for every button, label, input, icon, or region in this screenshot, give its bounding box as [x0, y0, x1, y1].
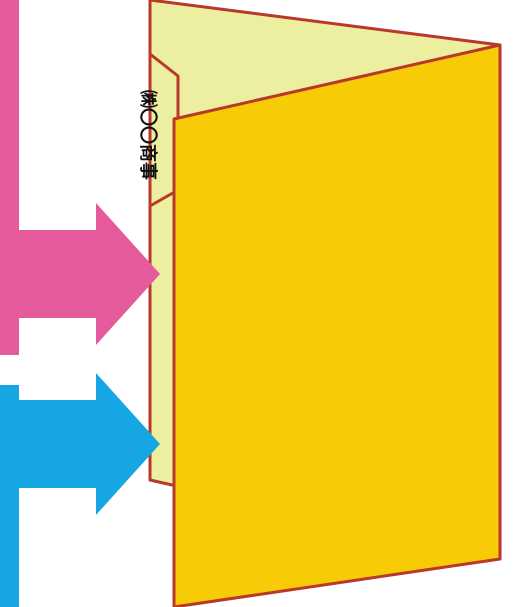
folder-front-cover: [174, 45, 500, 607]
folder-tab-label: ㈱〇〇商事: [137, 90, 159, 180]
blue-arrow: [0, 373, 160, 515]
pink-arrow: [0, 203, 160, 345]
